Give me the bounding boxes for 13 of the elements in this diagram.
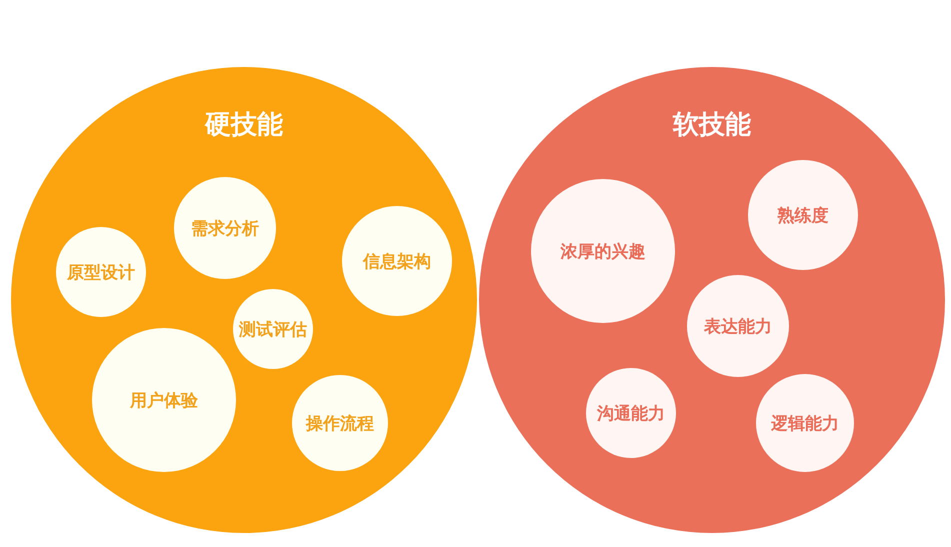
skill-circle: 操作流程 — [292, 375, 388, 471]
skill-circle: 表达能力 — [687, 275, 789, 377]
skill-circle: 熟练度 — [748, 160, 858, 270]
group-heading: 硬技能 — [204, 109, 284, 142]
skill-circle: 测试评估 — [233, 289, 313, 369]
skill-circle: 沟通能力 — [586, 368, 676, 458]
group-heading: 软技能 — [672, 109, 752, 142]
skill-circle: 逻辑能力 — [756, 374, 854, 472]
skill-circle: 需求分析 — [174, 177, 276, 279]
skill-circle: 用户体验 — [92, 328, 236, 472]
skill-circle: 信息架构 — [342, 206, 452, 316]
skill-circle: 原型设计 — [56, 227, 146, 317]
skill-circle: 浓厚的兴趣 — [531, 179, 675, 323]
